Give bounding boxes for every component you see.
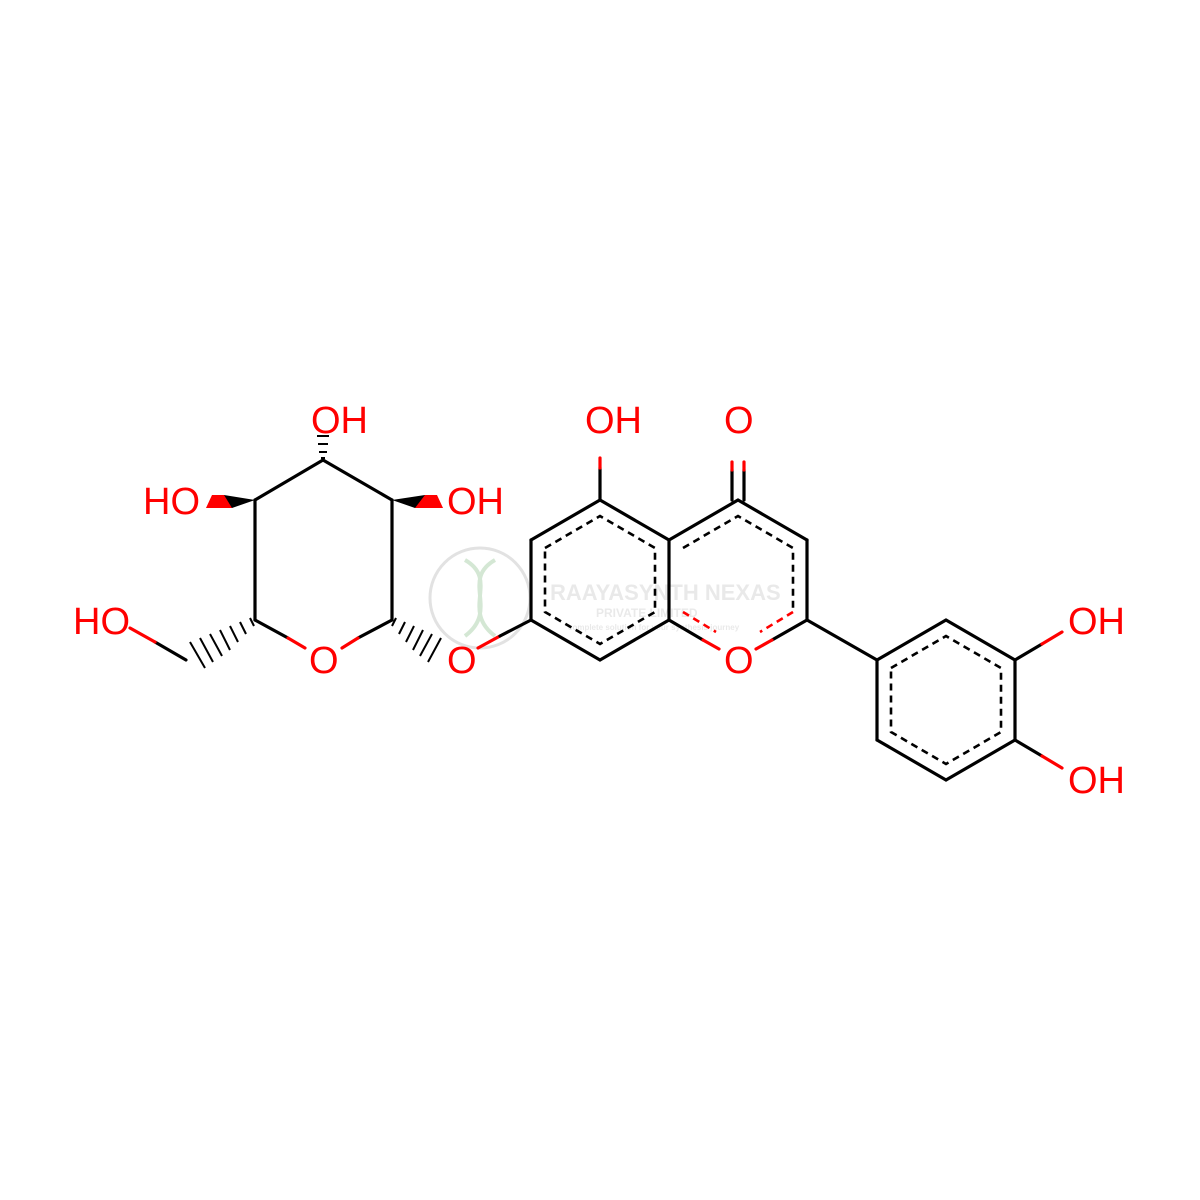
wedge-bond-right-red: [415, 495, 443, 508]
atom-label-o-ring-chromone: O: [724, 640, 754, 682]
watermark-subtitle: PRIVATE LIMITED: [596, 606, 698, 620]
watermark-company: RAAYASYNTH NEXAS: [550, 580, 781, 605]
atom-label-o-glycosidic: O: [447, 640, 477, 682]
atom-label-oh-5: OH: [585, 400, 642, 442]
atom-label-oh-3prime: OH: [1068, 601, 1125, 643]
wedge-bond-left-red: [206, 495, 232, 508]
atom-label-o-ring-glc: O: [309, 640, 339, 682]
c-ring: [667, 498, 809, 651]
a-ring: [529, 498, 671, 662]
atom-label-ho-glc-left: HO: [143, 481, 200, 523]
atom-label-o-carbonyl: O: [724, 400, 754, 442]
atom-label-oh-glc-top: OH: [311, 400, 368, 442]
hash-bond-top: [317, 435, 329, 459]
atom-label-ho-ch2: HO: [73, 601, 130, 643]
atom-label-oh-glc-right: OH: [447, 481, 504, 523]
hash-bond-glycosidic: [391, 617, 442, 663]
atom-label-oh-4prime: OH: [1068, 760, 1125, 802]
b-ring: [875, 618, 1017, 782]
glucose-ring: [253, 458, 394, 650]
hash-bond-ch2: [189, 617, 255, 669]
watermark-helix-icon: [463, 558, 497, 638]
watermark: RAAYASYNTH NEXAS PRIVATE LIMITED complet…: [428, 546, 781, 650]
